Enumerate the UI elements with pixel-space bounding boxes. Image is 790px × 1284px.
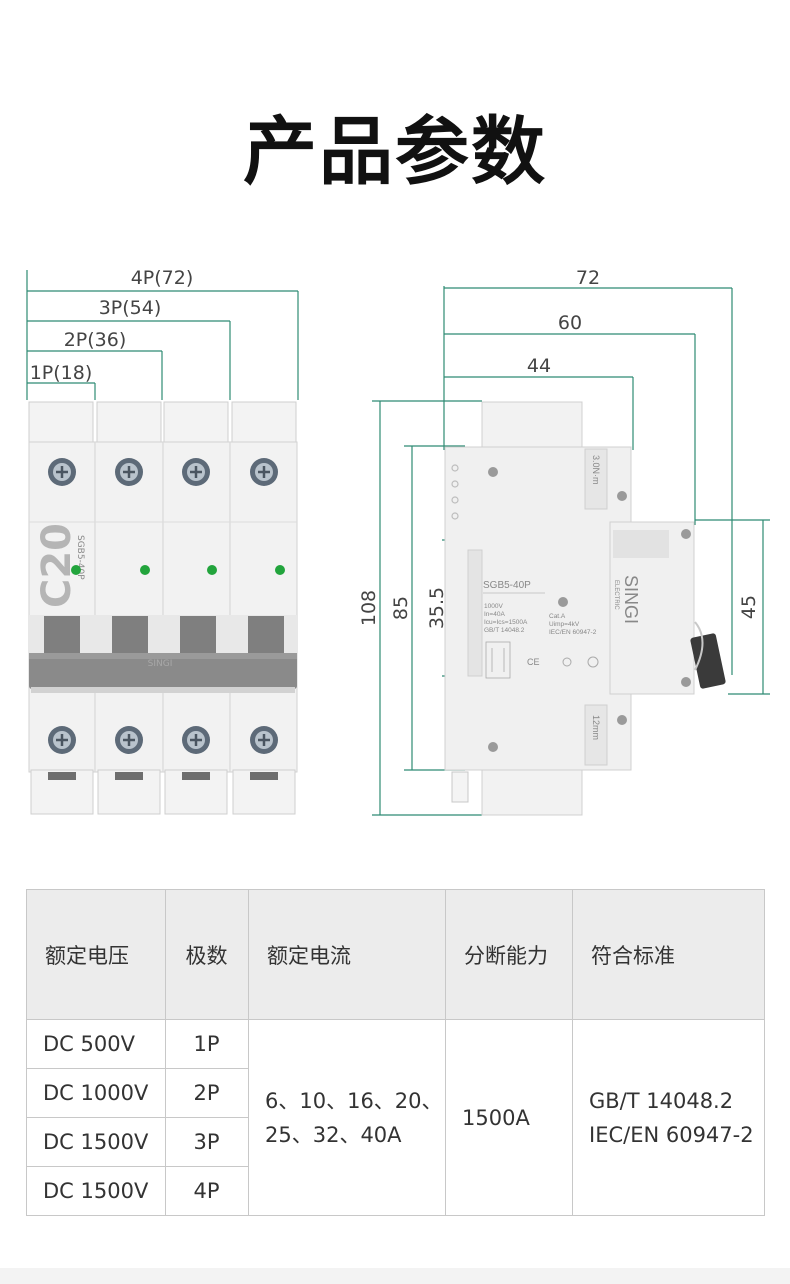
- top-screws: [48, 458, 278, 486]
- bottom-band: [0, 1268, 790, 1284]
- dim-height-35-5: 35.5: [426, 587, 448, 629]
- poles-cell: 2P: [165, 1068, 249, 1118]
- rating-label: C20: [34, 523, 80, 608]
- dim-height-85: 85: [390, 596, 412, 620]
- cert-mark-icon: [562, 657, 572, 667]
- side-body: 3.0N·m 12mm SGB5-40P 1000V In=40A Icu=I: [444, 401, 726, 816]
- side-brand: SINGI: [621, 575, 641, 624]
- current-line: 25、32、40A: [265, 1122, 402, 1147]
- wiring-symbol-icon: [485, 641, 511, 679]
- table-row: DC 1500V 4P: [26, 1166, 765, 1216]
- side-screws: [488, 467, 691, 752]
- side-model-label: SGB5-40P: [483, 580, 531, 591]
- dim-2p: 2P(36): [64, 329, 127, 351]
- dim-3p: 3P(54): [99, 297, 162, 319]
- dim-1p: 1P(18): [30, 362, 93, 384]
- spec-line: Uimp=4kV: [549, 621, 580, 628]
- dimension-drawing: 4P(72) 3P(54) 2P(36) 1P(18): [26, 267, 770, 816]
- front-view: 4P(72) 3P(54) 2P(36) 1P(18): [26, 267, 299, 815]
- header-poles: 极数: [165, 889, 249, 1020]
- poles-cell: 3P: [165, 1117, 249, 1167]
- front-model-label: SGB5-40P: [75, 535, 85, 580]
- header-voltage: 额定电压: [26, 889, 166, 1020]
- table-row: DC 500V 1P 6、10、16、20、 25、32、40A 1500A G…: [26, 1019, 765, 1216]
- dim-height-108: 108: [358, 590, 380, 626]
- spec-line: In=40A: [484, 611, 505, 618]
- breaker-body: C20 SGB5-40P SINGI: [28, 401, 298, 815]
- header-current: 额定电流: [248, 889, 446, 1020]
- spec-line: 1000V: [484, 603, 503, 610]
- top-arrow-text: 3.0N·m: [591, 455, 601, 485]
- dim-width-44: 44: [527, 355, 551, 377]
- standard-line: GB/T 14048.2: [589, 1088, 734, 1113]
- voltage-cell: DC 1500V: [26, 1117, 166, 1167]
- parameter-table: 额定电压 极数 额定电流 分断能力 符合标准 DC 500V 1P 6、10、1…: [26, 889, 765, 1216]
- indicator-dots: [71, 565, 285, 575]
- side-toggle-knob[interactable]: [690, 633, 726, 689]
- s-mark-icon: [587, 656, 599, 668]
- toggle-handles[interactable]: [44, 616, 284, 654]
- dim-width-72: 72: [576, 267, 600, 289]
- table-header-row: 额定电压 极数 额定电流 分断能力 符合标准: [26, 889, 765, 1020]
- voltage-cell: DC 500V: [26, 1019, 166, 1069]
- dim-height-45: 45: [738, 595, 760, 619]
- spec-line: GB/T 14048.2: [484, 627, 525, 634]
- voltage-cell: DC 1000V: [26, 1068, 166, 1118]
- side-width-lines: [443, 286, 733, 675]
- spec-line: IEC/EN 60947-2: [549, 629, 597, 636]
- standard-line: IEC/EN 60947-2: [589, 1122, 754, 1147]
- standard-cell: GB/T 14048.2 IEC/EN 60947-2: [572, 1019, 765, 1216]
- ce-mark-icon: CE: [527, 657, 540, 667]
- bottom-screws: [48, 726, 278, 754]
- spec-line: Cat.A: [549, 613, 566, 620]
- side-view: 72 60 44 108 85 35.5 45 3.0N·m 12mm: [358, 267, 770, 816]
- current-cell: 6、10、16、20、 25、32、40A: [248, 1019, 446, 1216]
- dim-width-60: 60: [558, 312, 582, 334]
- side-brand-sub: ELECTRIC: [613, 580, 619, 610]
- voltage-cell: DC 1500V: [26, 1166, 166, 1216]
- poles-cell: 1P: [165, 1019, 249, 1069]
- page-title: 产品参数: [243, 109, 547, 195]
- bottom-arrow-text: 12mm: [591, 715, 601, 740]
- front-brand: SINGI: [148, 659, 173, 669]
- spec-line: Icu=Ics=1500A: [484, 619, 528, 626]
- table-row: DC 1000V 2P: [26, 1068, 765, 1118]
- breaking-cell: 1500A: [445, 1019, 573, 1216]
- front-dimension-lines: [26, 270, 299, 400]
- header-breaking: 分断能力: [445, 889, 573, 1020]
- poles-cell: 4P: [165, 1166, 249, 1216]
- dim-4p: 4P(72): [131, 267, 194, 289]
- current-line: 6、10、16、20、: [265, 1088, 443, 1113]
- header-standard: 符合标准: [572, 889, 765, 1020]
- toggle-bar[interactable]: [29, 653, 297, 689]
